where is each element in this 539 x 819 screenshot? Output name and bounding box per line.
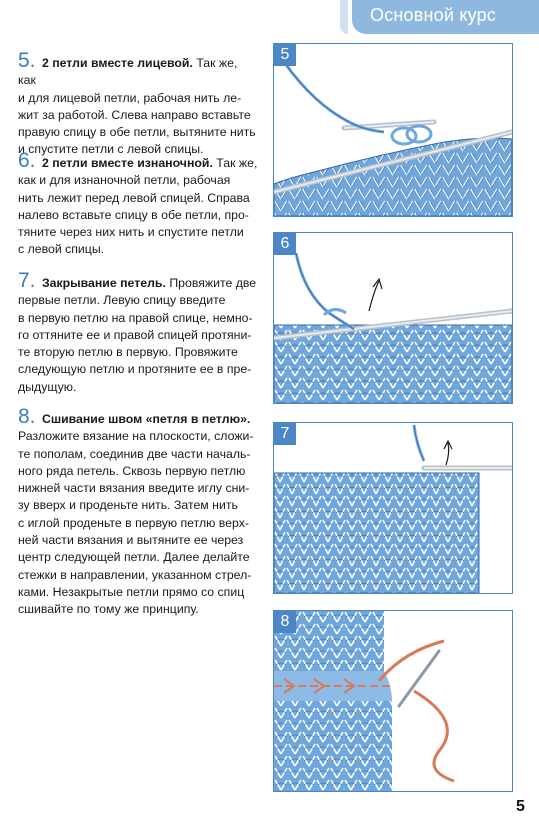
step-text-line: следующую петлю и протяните ее в пре- [18, 362, 252, 377]
step-text-line: нить лежит перед левой спицей. Справа [18, 190, 250, 205]
step-text-line: жит за работой. Слева направо вставьте [18, 107, 251, 122]
step-text-line: Разложите вязание на плоскости, сложи- [18, 429, 254, 444]
step-text-line: те вторую петлю в первую. Провяжите [18, 345, 238, 360]
knitting-illustration-7 [274, 424, 512, 593]
step-title: 2 петли вместе лицевой. [41, 56, 193, 70]
step-title: 2 петли вместе изнаночной. [41, 156, 213, 170]
step-text-line: в первую петлю на правой спице, немно- [18, 310, 253, 325]
figure-7: 7 [273, 422, 513, 594]
header-decor-stripe [340, 0, 348, 34]
step-text-line: с левой спицы. [18, 242, 105, 257]
header-band [352, 0, 539, 34]
step-text-line: стежки в направлении, указанном стрел- [18, 567, 252, 582]
page-number: 5 [516, 798, 525, 815]
step-text-line: и спустите петли с левой спицы. [18, 142, 204, 157]
step-5: 5. 2 петли вместе лицевой. Так же, как и… [18, 49, 258, 159]
step-text-line: сшивайте по тому же принципу. [18, 602, 199, 617]
step-text-line: дыдущую. [18, 379, 77, 394]
step-text-line: ного ряда петель. Сквозь первую петлю [18, 463, 246, 478]
step-text-line: зу вверх и проденьте нить. Затем нить [18, 498, 238, 513]
step-text-line: Так же, как [18, 56, 238, 88]
step-text-line: как и для изнаночной петли, рабочая [18, 173, 231, 188]
knitting-illustration-8 [274, 611, 455, 791]
step-number: 5. [18, 49, 36, 72]
step-text-line: тяните через них нить и спустите петли [18, 225, 244, 240]
step-text-line: нижней части вязания введите иглу сни- [18, 481, 250, 496]
knitting-illustration-6 [274, 252, 512, 403]
figure-label: 5 [274, 44, 296, 66]
step-8: 8. Сшивание швом «петля в петлю». Разлож… [18, 405, 258, 619]
step-text-line: Провяжите две [169, 276, 257, 290]
step-title: Сшивание швом «петля в петлю». [41, 412, 251, 426]
step-7: 7. Закрывание петель. Провяжите две перв… [18, 269, 258, 396]
step-6: 6. 2 петли вместе изнаночной. Так же, ка… [18, 149, 258, 259]
step-text-line: и для лицевой петли, рабочая нить ле- [18, 90, 242, 105]
knitting-illustration-5 [274, 61, 512, 216]
step-text-line: го оттяните ее и правой спицей протяни- [18, 327, 252, 342]
step-text-line: налево вставьте спицу в обе петли, про- [18, 207, 249, 222]
step-text-line: Так же, [216, 156, 258, 170]
step-text-line: правую спицу в обе петли, вытяните нить [18, 125, 256, 140]
figure-label: 7 [274, 423, 296, 445]
step-title: Закрывание петель. [41, 276, 166, 290]
step-text-line: ками. Незакрытые петли прямо со спиц [18, 584, 245, 599]
step-text-line: те пополам, соединив две части началь- [18, 446, 251, 461]
figure-6: 6 [273, 232, 513, 404]
step-number: 8. [18, 405, 36, 428]
step-text-line: первые петли. Левую спицу введите [18, 293, 226, 308]
figure-5: 5 [273, 43, 513, 217]
step-text-line: центр следующей петли. Далее делайте [18, 550, 250, 565]
figure-label: 8 [274, 611, 296, 633]
step-number: 7. [18, 269, 36, 292]
step-text-line: ней части вязания и вытяните ее через [18, 533, 244, 548]
step-text-line: с иглой проденьте в первую петлю верх- [18, 515, 249, 530]
section-title: Основной курс [370, 5, 497, 25]
figure-8: 8 [273, 610, 513, 792]
figure-label: 6 [274, 233, 296, 255]
step-number: 6. [18, 149, 36, 172]
